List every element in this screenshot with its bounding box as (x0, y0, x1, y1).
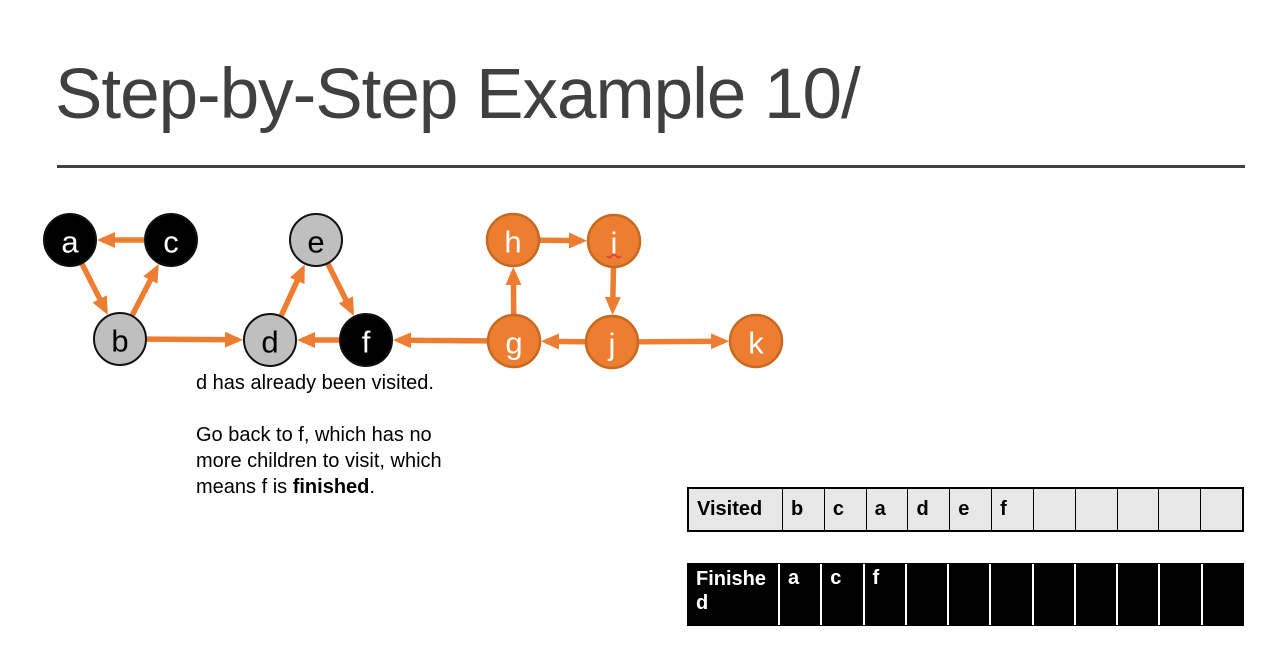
graph-node-j (584, 314, 640, 370)
visited-cell-9 (1158, 489, 1200, 530)
note-paragraph-1: d has already been visited. (196, 372, 434, 394)
visited-cell-0: b (782, 489, 824, 530)
graph-node-label-j: j (608, 327, 616, 362)
visited-cell-4: e (949, 489, 991, 530)
edge-b-c (129, 264, 159, 317)
title-underline (57, 165, 1245, 168)
finished-cell-6 (1031, 564, 1074, 625)
visited-cell-3: d (907, 489, 949, 530)
finished-cell-10 (1200, 564, 1243, 625)
finished-cell-9 (1158, 564, 1200, 625)
graph-node-label-k: k (748, 326, 764, 361)
note-paragraph-2-period: . (369, 476, 375, 498)
visited-cell-1: c (823, 489, 866, 530)
graph-node-label-c: c (163, 225, 179, 260)
finished-table-header: Finished (696, 568, 767, 614)
finished-cell-0: a (778, 564, 820, 625)
finished-cell-2: f (862, 564, 905, 625)
finished-cell-7 (1073, 564, 1116, 625)
edge-a-b (79, 262, 109, 315)
visited-cell-2: a (865, 489, 908, 530)
visited-cell-10 (1200, 489, 1242, 530)
graph-node-f (339, 313, 393, 367)
visited-cell-5: f (991, 489, 1033, 530)
graph-node-i (586, 213, 642, 269)
spellcheck-squiggle-icon (606, 253, 622, 259)
edge-b-d (146, 331, 244, 348)
graph-node-b (93, 312, 147, 366)
graph-node-a (43, 213, 97, 267)
edge-g-f (392, 332, 488, 349)
finished-cell-8 (1116, 564, 1158, 625)
graph-node-label-g: g (505, 326, 522, 361)
graph-node-label-d: d (261, 325, 278, 360)
edge-e-f (325, 262, 355, 316)
graph-node-e (289, 213, 343, 267)
graph-node-label-b: b (111, 324, 128, 359)
graph-node-label-e: e (307, 225, 324, 260)
graph-node-d (243, 313, 297, 367)
graph-node-k (728, 313, 784, 369)
graph-node-g (486, 313, 542, 369)
edge-i-j (604, 267, 621, 316)
graph-node-label-h: h (504, 225, 521, 260)
finished-cell-3 (904, 564, 947, 625)
graph-node-c (144, 213, 198, 267)
visited-cell-8 (1116, 489, 1159, 530)
dfs-graph-diagram: a c b e d f h i g j k (43, 212, 784, 370)
finished-cell-4 (947, 564, 989, 625)
visited-cell-7 (1074, 489, 1117, 530)
finished-cell-5 (989, 564, 1031, 625)
edge-j-k (638, 333, 730, 350)
edge-d-e (278, 264, 306, 317)
visited-table-header: Visited (697, 498, 763, 520)
finished-cell-1: c (820, 564, 862, 625)
graph-node-h (485, 212, 541, 268)
graph-node-label-a: a (61, 225, 79, 260)
note-finished-bold: finished (292, 476, 370, 498)
note-paragraph-2-text: Go back to f, which has no more children… (196, 424, 442, 498)
graph-node-label-f: f (362, 325, 371, 360)
page-title: Step-by-Step Example 10/ (55, 55, 861, 134)
note-paragraph-2: Go back to f, which has no more children… (196, 422, 468, 500)
visited-cell-6 (1032, 489, 1075, 530)
notes-text: d has already been visited. Go back to f… (196, 370, 468, 526)
graph-node-label-i: i (611, 226, 618, 261)
